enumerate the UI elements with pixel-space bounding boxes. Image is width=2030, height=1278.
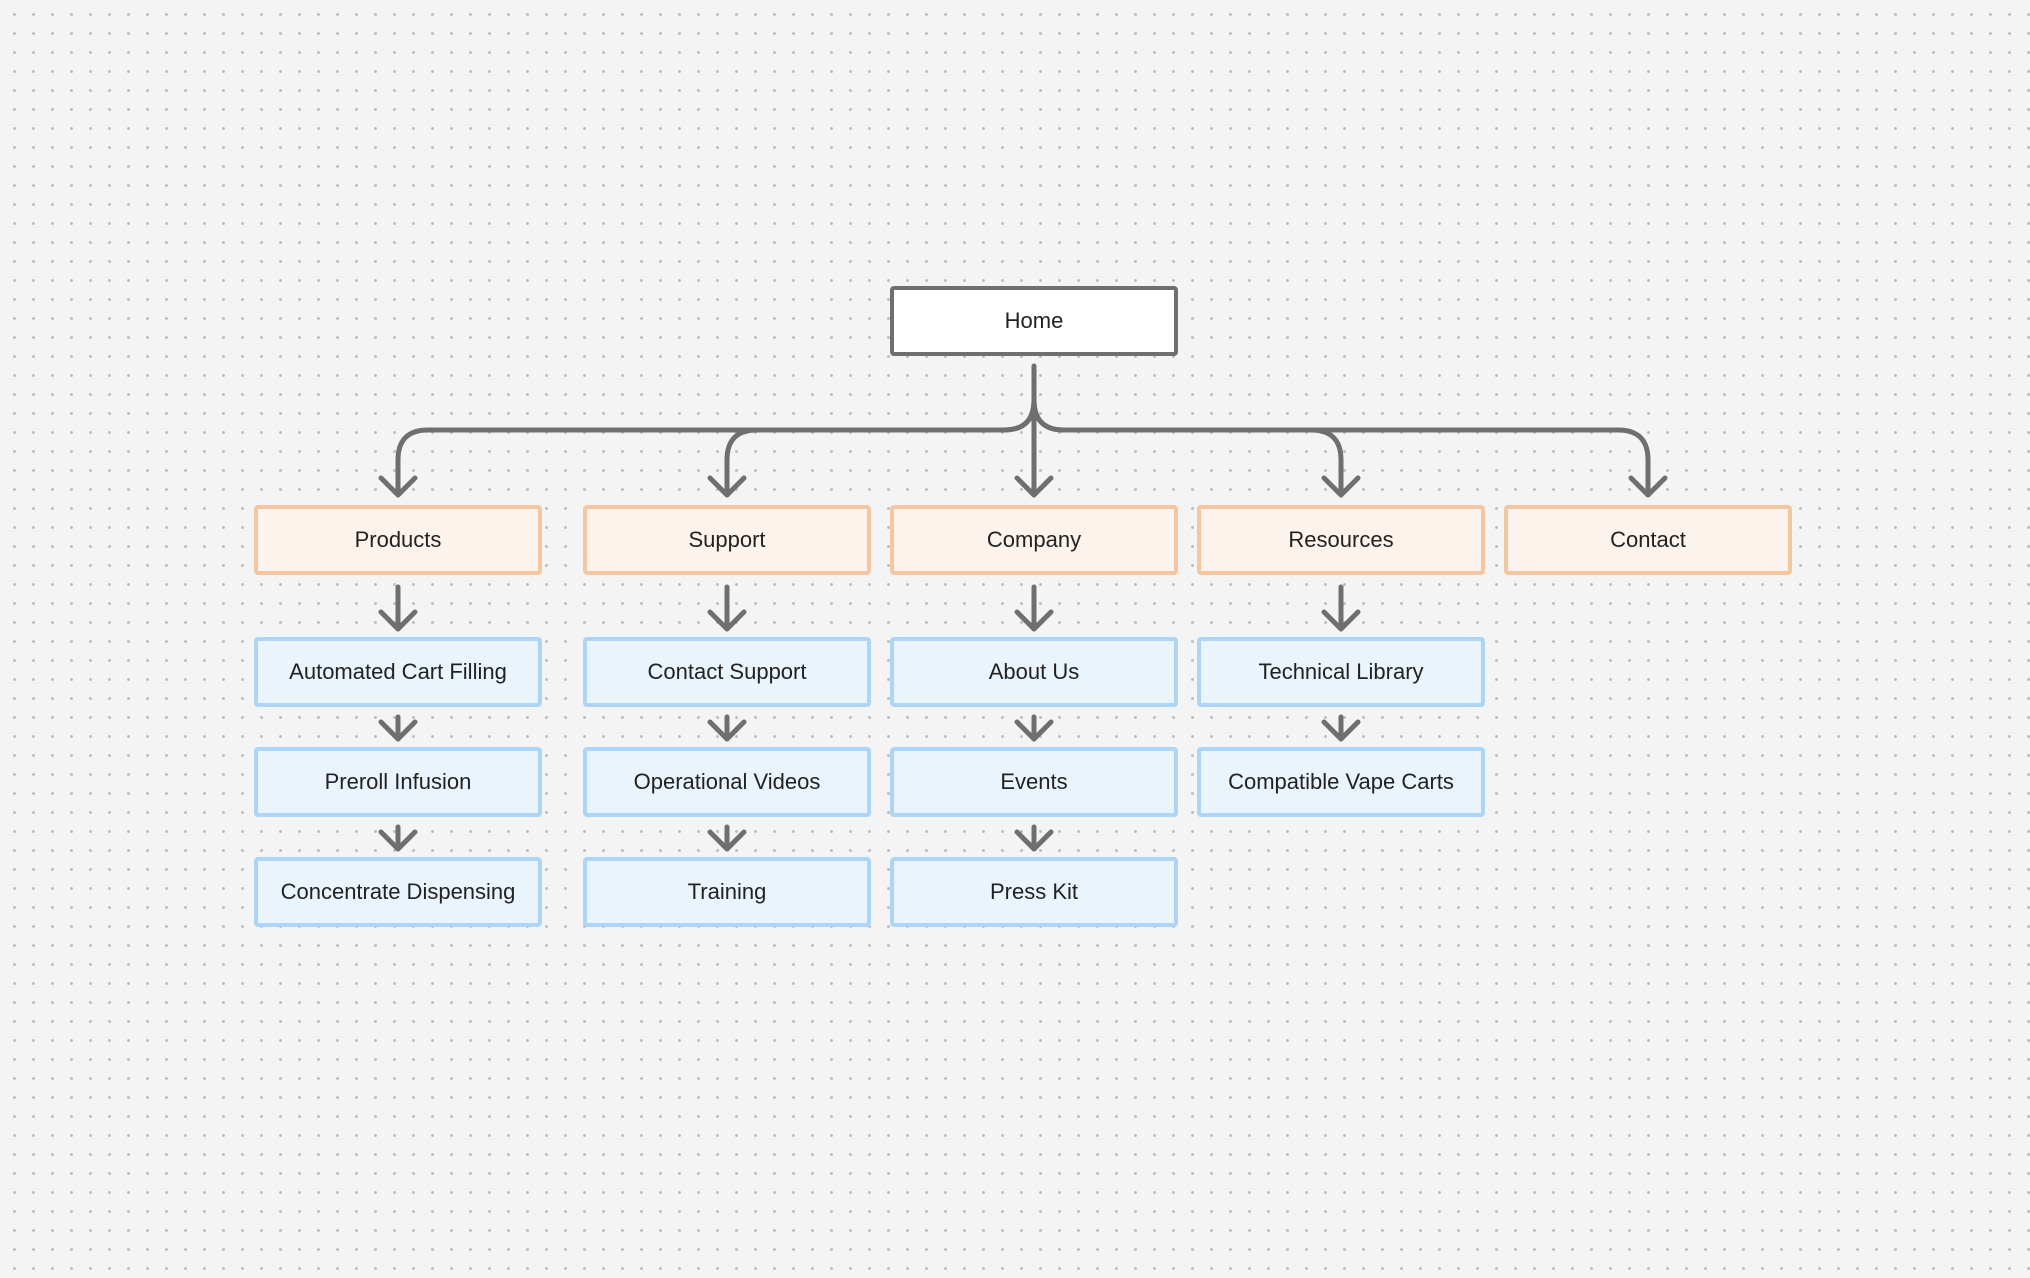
arrowhead-section-2-child-0 <box>1014 609 1054 632</box>
node-concentrate-dispensing[interactable]: Concentrate Dispensing <box>254 857 542 927</box>
arrowhead-section-1-child-1 <box>707 719 747 742</box>
node-products[interactable]: Products <box>254 505 542 575</box>
node-preroll-infusion[interactable]: Preroll Infusion <box>254 747 542 817</box>
arrowhead-section-4 <box>1628 475 1668 498</box>
arrowhead-section-1 <box>707 475 747 498</box>
node-operational-videos[interactable]: Operational Videos <box>583 747 871 817</box>
node-events[interactable]: Events <box>890 747 1178 817</box>
node-company[interactable]: Company <box>890 505 1178 575</box>
node-contact-support[interactable]: Contact Support <box>583 637 871 707</box>
arrowhead-section-0 <box>378 475 418 498</box>
node-home[interactable]: Home <box>890 286 1178 356</box>
arrowhead-section-0-child-2 <box>378 829 418 852</box>
node-automated-cart-filling[interactable]: Automated Cart Filling <box>254 637 542 707</box>
connector-home-to-section-1 <box>724 397 1037 498</box>
arrowhead-section-3-child-1 <box>1321 719 1361 742</box>
arrowhead-section-1-child-0 <box>707 609 747 632</box>
node-compatible-vape-carts[interactable]: Compatible Vape Carts <box>1197 747 1485 817</box>
node-technical-library[interactable]: Technical Library <box>1197 637 1485 707</box>
arrowhead-section-2-child-2 <box>1014 829 1054 852</box>
node-support[interactable]: Support <box>583 505 871 575</box>
arrowhead-section-2 <box>1014 475 1054 498</box>
arrowhead-section-3 <box>1321 475 1361 498</box>
node-resources[interactable]: Resources <box>1197 505 1485 575</box>
arrowhead-section-1-child-2 <box>707 829 747 852</box>
node-press-kit[interactable]: Press Kit <box>890 857 1178 927</box>
arrowhead-section-2-child-1 <box>1014 719 1054 742</box>
connector-home-to-section-3 <box>1031 397 1344 498</box>
arrowhead-section-3-child-0 <box>1321 609 1361 632</box>
connector-home-to-section-4 <box>1031 397 1651 498</box>
arrowhead-section-0-child-1 <box>378 719 418 742</box>
node-training[interactable]: Training <box>583 857 871 927</box>
arrowhead-section-0-child-0 <box>378 609 418 632</box>
node-contact[interactable]: Contact <box>1504 505 1792 575</box>
node-about-us[interactable]: About Us <box>890 637 1178 707</box>
